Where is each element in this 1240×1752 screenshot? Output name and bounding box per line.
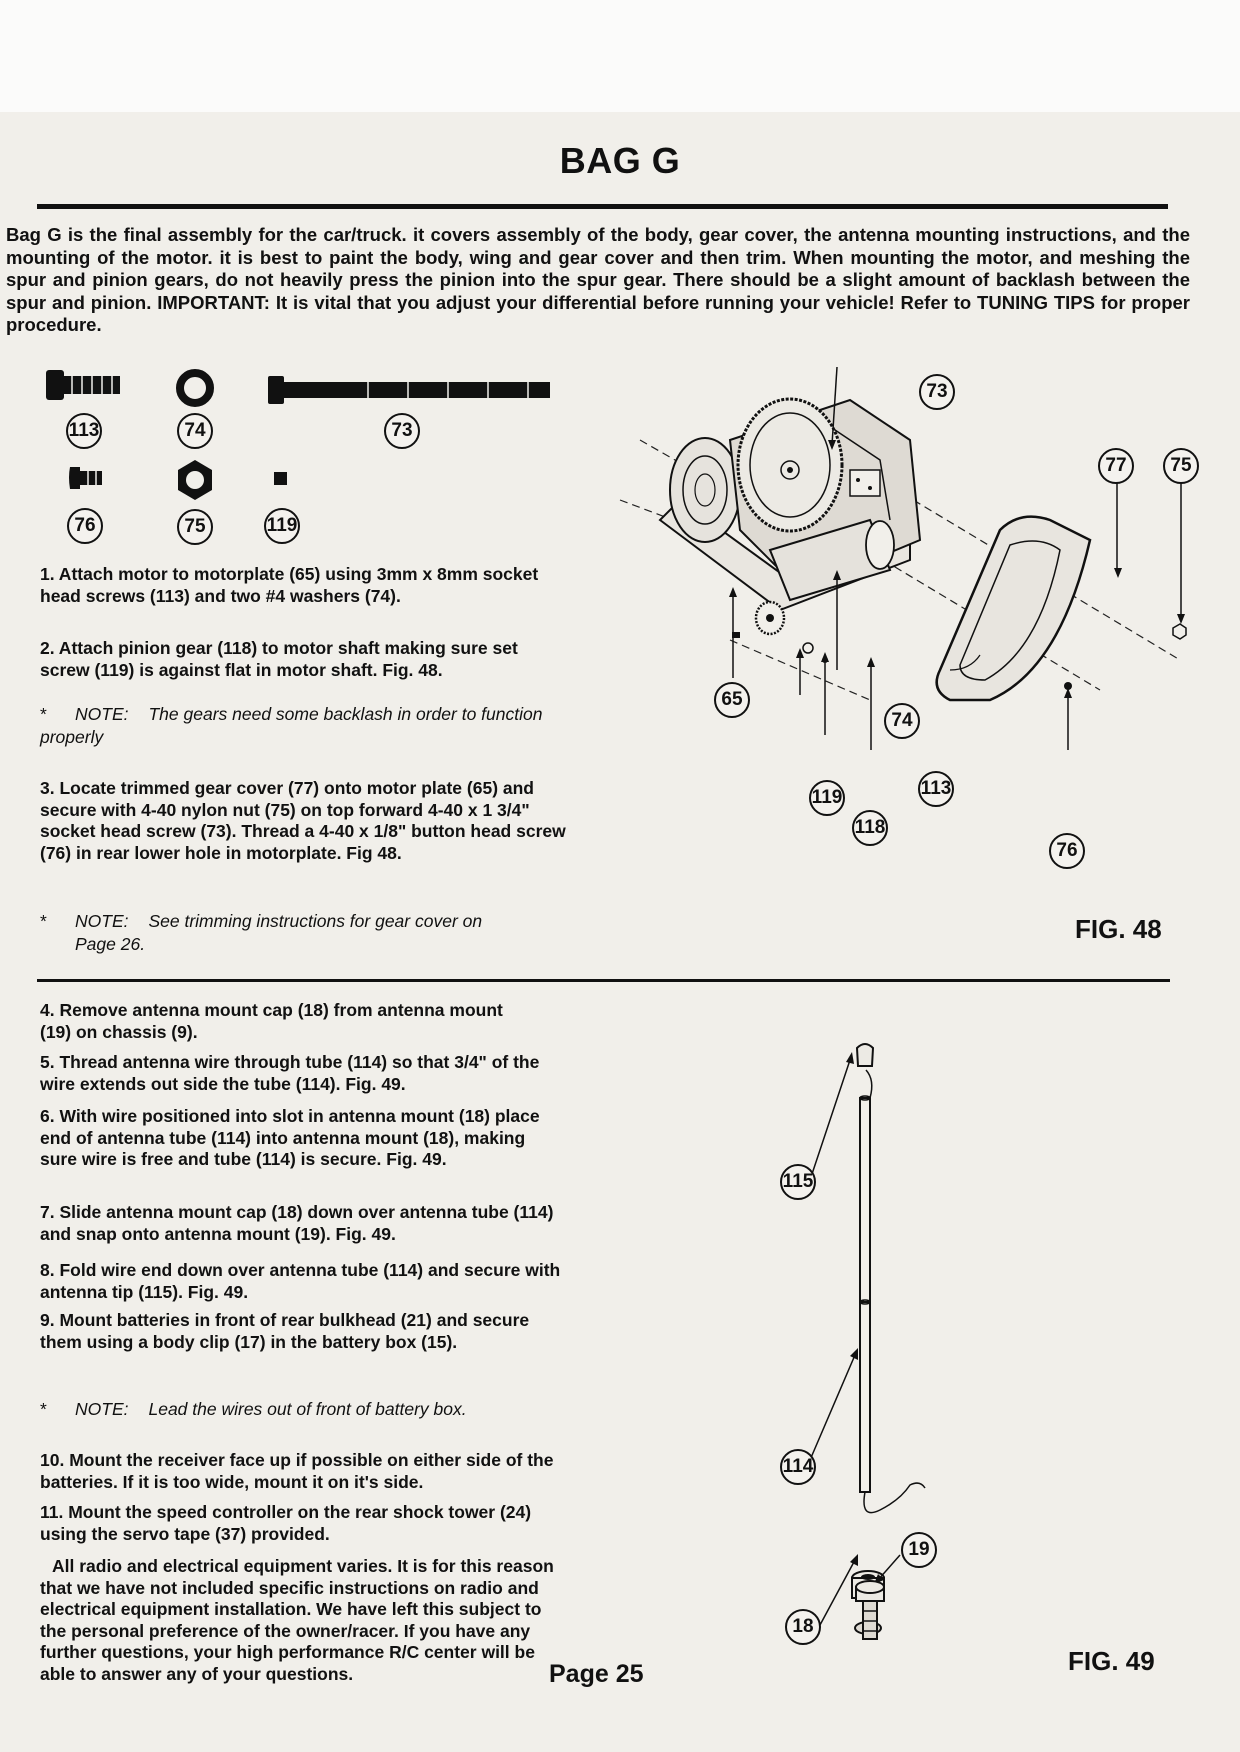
step-2: 2. Attach pinion gear (118) to motor sha… [40, 638, 518, 680]
fig48-callout-77: 77 [1098, 448, 1134, 484]
part-callout-119: 119 [264, 508, 300, 544]
part-76-button-screw-illustration [69, 467, 102, 489]
fig49-callout-19: 19 [901, 1532, 937, 1568]
fig48-callout-73: 73 [919, 374, 955, 410]
note-backlash: *NOTE:The gears need some backlash in or… [40, 704, 543, 747]
part-callout-113: 113 [66, 413, 102, 449]
step-1: 1. Attach motor to motorplate (65) using… [40, 564, 539, 606]
step-8: 8. Fold wire end down over antenna tube … [40, 1260, 561, 1302]
step-9: 9. Mount batteries in front of rear bulk… [40, 1310, 530, 1352]
step-5: 5. Thread antenna wire through tube (114… [40, 1052, 540, 1094]
intro-paragraph: Bag G is the final assembly for the car/… [6, 224, 1190, 335]
part-callout-74: 74 [177, 413, 213, 449]
part-callout-75: 75 [177, 509, 213, 545]
fig49-label: FIG. 49 [1068, 1646, 1155, 1676]
step-7: 7. Slide antenna mount cap (18) down ove… [40, 1202, 554, 1244]
part-119-set-screw-illustration [274, 472, 287, 485]
fig49-callout-114: 114 [780, 1449, 816, 1485]
fig48-callout-118: 118 [852, 810, 888, 846]
part-75-nylon-nut-illustration [178, 460, 212, 500]
note-battery-wires: *NOTE:Lead the wires out of front of bat… [40, 1399, 467, 1419]
scan-top-margin [0, 0, 1240, 112]
fig48-callout-113: 113 [918, 771, 954, 807]
step-10: 10. Mount the receiver face up if possib… [40, 1450, 554, 1492]
note-trimming: *NOTE:See trimming instructions for gear… [40, 911, 483, 954]
fig48-label: FIG. 48 [1075, 914, 1162, 944]
section-divider [37, 979, 1170, 982]
fig49-callout-18: 18 [785, 1609, 821, 1645]
step-4: 4. Remove antenna mount cap (18) from an… [40, 1000, 503, 1042]
antenna-mount-illustration [855, 1580, 885, 1640]
part-113-screw-illustration [46, 370, 120, 400]
part-callout-76: 76 [67, 508, 103, 544]
page-title: BAG G [559, 140, 681, 181]
fig48-callout-76: 76 [1049, 833, 1085, 869]
part-73-long-screw-illustration [268, 376, 550, 404]
fig48-motor-gear-cover-diagram [619, 366, 1187, 750]
closing-paragraph: All radio and electrical equipment varie… [40, 1556, 554, 1684]
title-divider [37, 204, 1168, 209]
page-number: Page 25 [549, 1660, 644, 1688]
fig49-antenna-diagram [809, 1043, 926, 1635]
step-3: 3. Locate trimmed gear cover (77) onto m… [40, 778, 566, 863]
part-74-washer-illustration [176, 369, 214, 407]
step-11: 11. Mount the speed controller on the re… [40, 1502, 532, 1544]
fig48-callout-119: 119 [809, 780, 845, 816]
step-6: 6. With wire positioned into slot in ant… [40, 1106, 540, 1169]
fig48-callout-74: 74 [884, 703, 920, 739]
part-callout-73: 73 [384, 413, 420, 449]
fig49-callout-115: 115 [780, 1164, 816, 1200]
fig48-callout-75: 75 [1163, 448, 1199, 484]
fig48-callout-65: 65 [714, 682, 750, 718]
